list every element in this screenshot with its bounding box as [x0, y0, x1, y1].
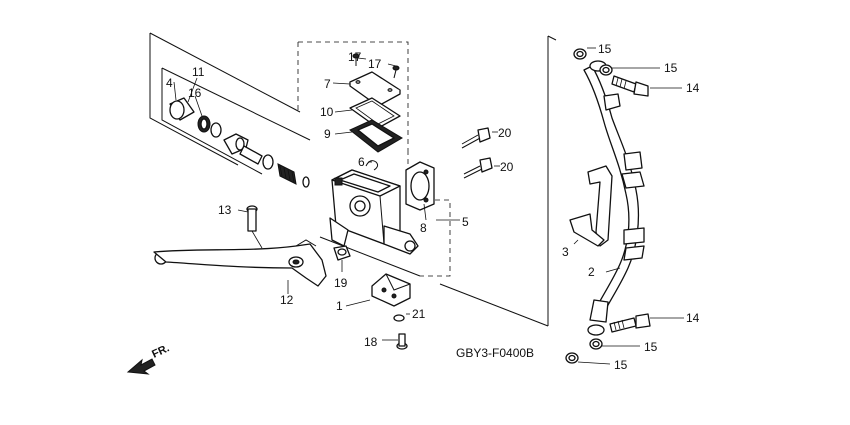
callout-15-d: 15: [614, 358, 628, 372]
bolt-20-lower: [463, 157, 493, 179]
callout-21: 21: [412, 307, 426, 321]
hose-guide-part-3: [569, 165, 613, 247]
screw-17-right: [392, 65, 400, 79]
callout-8: 8: [420, 221, 427, 235]
callout-20-lower: 20: [500, 160, 514, 174]
callout-9: 9: [324, 127, 331, 141]
nut-part-19: [333, 245, 351, 261]
reservoir-cap-part-7: [349, 71, 401, 107]
callout-6: 6: [358, 155, 365, 169]
callout-17-right: 17: [368, 57, 382, 71]
callout-20-upper: 20: [498, 126, 512, 140]
callout-2: 2: [588, 265, 595, 279]
diagram-code: GBY3-F0400B: [456, 346, 534, 360]
callout-15-b: 15: [664, 61, 678, 75]
brake-lever-part-12: [153, 239, 327, 287]
callout-4: 4: [166, 76, 173, 90]
front-direction-arrow-icon: FR.: [126, 342, 171, 375]
direction-label: FR.: [150, 342, 171, 360]
outline-left-box: [149, 32, 311, 175]
circlip-part-16: [197, 115, 211, 133]
callout-13: 13: [218, 203, 232, 217]
washer-small: [302, 176, 310, 188]
callout-10: 10: [320, 105, 334, 119]
outline-hose-box: [439, 35, 557, 327]
callout-5: 5: [462, 215, 469, 229]
callout-14-lower: 14: [686, 311, 700, 325]
callout-11: 11: [192, 65, 205, 79]
callout-18: 18: [364, 335, 378, 349]
boot-part-4: [169, 97, 195, 121]
callout-19: 19: [334, 276, 348, 290]
callout-15-a: 15: [598, 42, 612, 56]
callout-labels: 4 11 16 17 17 7 10 9 6 8 5 20 20 13 12 1…: [166, 42, 700, 372]
leader-lines: [173, 47, 684, 365]
screw-17-left: [352, 53, 360, 66]
screw-part-18: [396, 333, 408, 350]
bolt-20-upper: [461, 127, 491, 149]
sealing-washers-part-15: [565, 48, 613, 364]
callout-12: 12: [280, 293, 294, 307]
callout-15-c: 15: [644, 340, 658, 354]
pivot-bolt-part-13: [246, 205, 263, 249]
callout-1: 1: [336, 299, 343, 313]
master-cylinder-body: [329, 169, 419, 255]
banjo-bolt-part-14-upper: [611, 75, 649, 97]
piston-assembly: [210, 122, 274, 170]
callout-17-left: 17: [348, 50, 362, 64]
banjo-bolt-part-14-lower: [609, 313, 651, 333]
diaphragm-part-9: [349, 119, 403, 153]
callout-16: 16: [188, 86, 202, 100]
callout-3: 3: [562, 245, 569, 259]
brake-switch-part-1: [371, 273, 411, 307]
spring: [277, 163, 297, 185]
washer-part-21: [393, 314, 405, 322]
clamp-holder-part-8: [405, 161, 435, 211]
callout-7: 7: [324, 77, 331, 91]
callout-14-upper: 14: [686, 81, 700, 95]
brake-hose-part-2: [583, 60, 645, 336]
